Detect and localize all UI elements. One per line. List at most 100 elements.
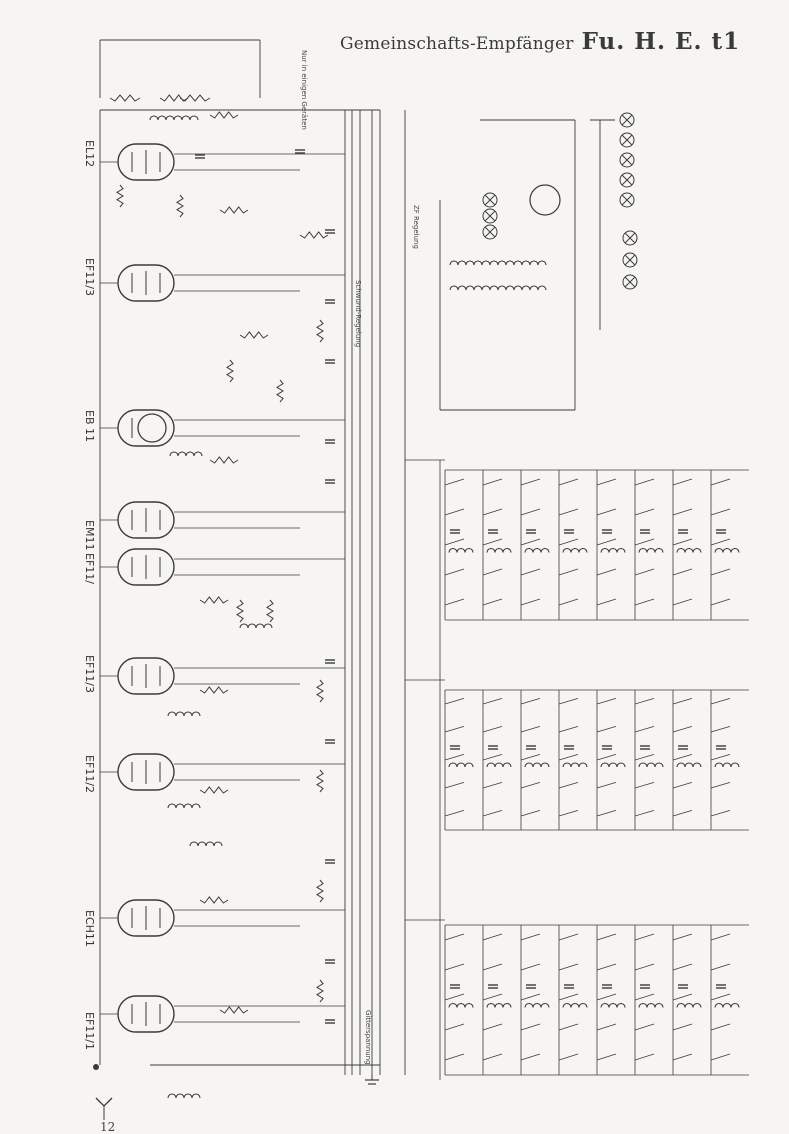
switch-contact xyxy=(634,754,655,761)
coil-symbol xyxy=(524,547,550,553)
switch-contact xyxy=(634,726,655,733)
switch-contact xyxy=(710,993,731,1001)
resistor-symbol xyxy=(276,379,284,403)
switch-contact xyxy=(558,698,579,705)
switch-contact xyxy=(634,993,655,1001)
coil-symbol xyxy=(600,762,626,768)
switch-contact xyxy=(710,698,731,705)
coil-symbol xyxy=(167,711,201,717)
switch-contact xyxy=(634,478,655,486)
tube-label-em11: EM11 xyxy=(83,520,96,551)
switch-contact xyxy=(596,782,617,789)
resistor-symbol xyxy=(199,686,229,694)
switch-contact xyxy=(596,933,617,941)
switch-contact xyxy=(672,1023,693,1031)
pilot-lamp xyxy=(482,224,498,240)
tube-label-ech11: ECH11 xyxy=(83,910,96,947)
switch-contact xyxy=(634,568,655,576)
panel-lamp xyxy=(619,112,635,128)
pilot-lamp xyxy=(482,192,498,208)
resistor-symbol xyxy=(179,94,211,102)
resistor-symbol xyxy=(176,194,184,218)
coil-symbol xyxy=(167,1093,201,1099)
switch-contact xyxy=(482,993,503,1001)
coil-symbol xyxy=(714,1002,740,1008)
switch-contact xyxy=(482,478,503,486)
resistor-symbol xyxy=(316,769,324,793)
switch-contact xyxy=(558,1023,579,1031)
switch-contact xyxy=(520,478,541,486)
coil-symbol xyxy=(562,547,588,553)
switch-contact xyxy=(634,538,655,546)
switch-contact xyxy=(520,810,541,817)
switch-contact xyxy=(444,726,465,733)
coil-symbol xyxy=(562,1002,588,1008)
coil-symbol xyxy=(676,1002,702,1008)
resistor-symbol xyxy=(316,879,324,903)
panel-lamp xyxy=(619,172,635,188)
panel-lamp xyxy=(619,192,635,208)
switch-contact xyxy=(596,598,617,606)
switch-contact xyxy=(634,782,655,789)
panel-lamp xyxy=(622,230,638,246)
switch-contact xyxy=(672,598,693,606)
resistor-symbol xyxy=(226,359,234,383)
panel-lamp xyxy=(622,252,638,268)
coil-symbol xyxy=(239,623,273,629)
resistor-symbol xyxy=(236,599,244,623)
coil-symbol xyxy=(167,803,201,809)
tube-label-eb11: EB 11 xyxy=(83,410,96,442)
switch-contact xyxy=(444,598,465,606)
switch-contact xyxy=(520,963,541,971)
switch-contact xyxy=(482,726,503,733)
switch-contact xyxy=(596,1023,617,1031)
switch-contact xyxy=(482,698,503,705)
coil-symbol xyxy=(486,547,512,553)
switch-contact xyxy=(482,754,503,761)
switch-contact xyxy=(558,726,579,733)
coil-symbol xyxy=(524,762,550,768)
note-gitterspannung: Gitterspannung xyxy=(364,1010,372,1065)
switch-contact xyxy=(710,508,731,516)
switch-contact xyxy=(520,1053,541,1061)
switch-contact xyxy=(444,810,465,817)
switch-contact xyxy=(558,782,579,789)
coil-symbol xyxy=(486,762,512,768)
panel-lamp xyxy=(619,152,635,168)
switch-contact xyxy=(634,508,655,516)
switch-contact xyxy=(710,1053,731,1061)
switch-contact xyxy=(558,598,579,606)
switch-contact xyxy=(672,933,693,941)
switch-contact xyxy=(596,508,617,516)
lamp-cross xyxy=(484,210,496,222)
switch-contact xyxy=(520,933,541,941)
lamp-cross xyxy=(624,254,636,266)
switch-contact xyxy=(520,754,541,761)
switch-contact xyxy=(482,963,503,971)
switch-contact xyxy=(520,508,541,516)
lamp-cross xyxy=(624,276,636,288)
switch-contact xyxy=(558,478,579,486)
resistor-symbol xyxy=(239,331,269,339)
switch-contact xyxy=(444,478,465,486)
note-schwund-regelung: Schwund-Regelung xyxy=(354,280,362,348)
switch-contact xyxy=(482,1023,503,1031)
switch-contact xyxy=(710,782,731,789)
switch-contact xyxy=(520,538,541,546)
coil-symbol xyxy=(448,1002,474,1008)
switch-contact xyxy=(710,726,731,733)
switch-contact xyxy=(596,963,617,971)
resistor-symbol xyxy=(299,231,329,239)
tube-label-ef11a: EF11/1 xyxy=(83,1012,96,1050)
switch-contact xyxy=(672,478,693,486)
switch-contact xyxy=(596,726,617,733)
coil-symbol xyxy=(600,547,626,553)
lamp-cross xyxy=(624,232,636,244)
switch-contact xyxy=(444,538,465,546)
resistor-symbol xyxy=(199,786,229,794)
switch-contact xyxy=(672,993,693,1001)
resistor-symbol xyxy=(209,456,239,464)
switch-contact xyxy=(672,726,693,733)
coil-symbol xyxy=(676,762,702,768)
